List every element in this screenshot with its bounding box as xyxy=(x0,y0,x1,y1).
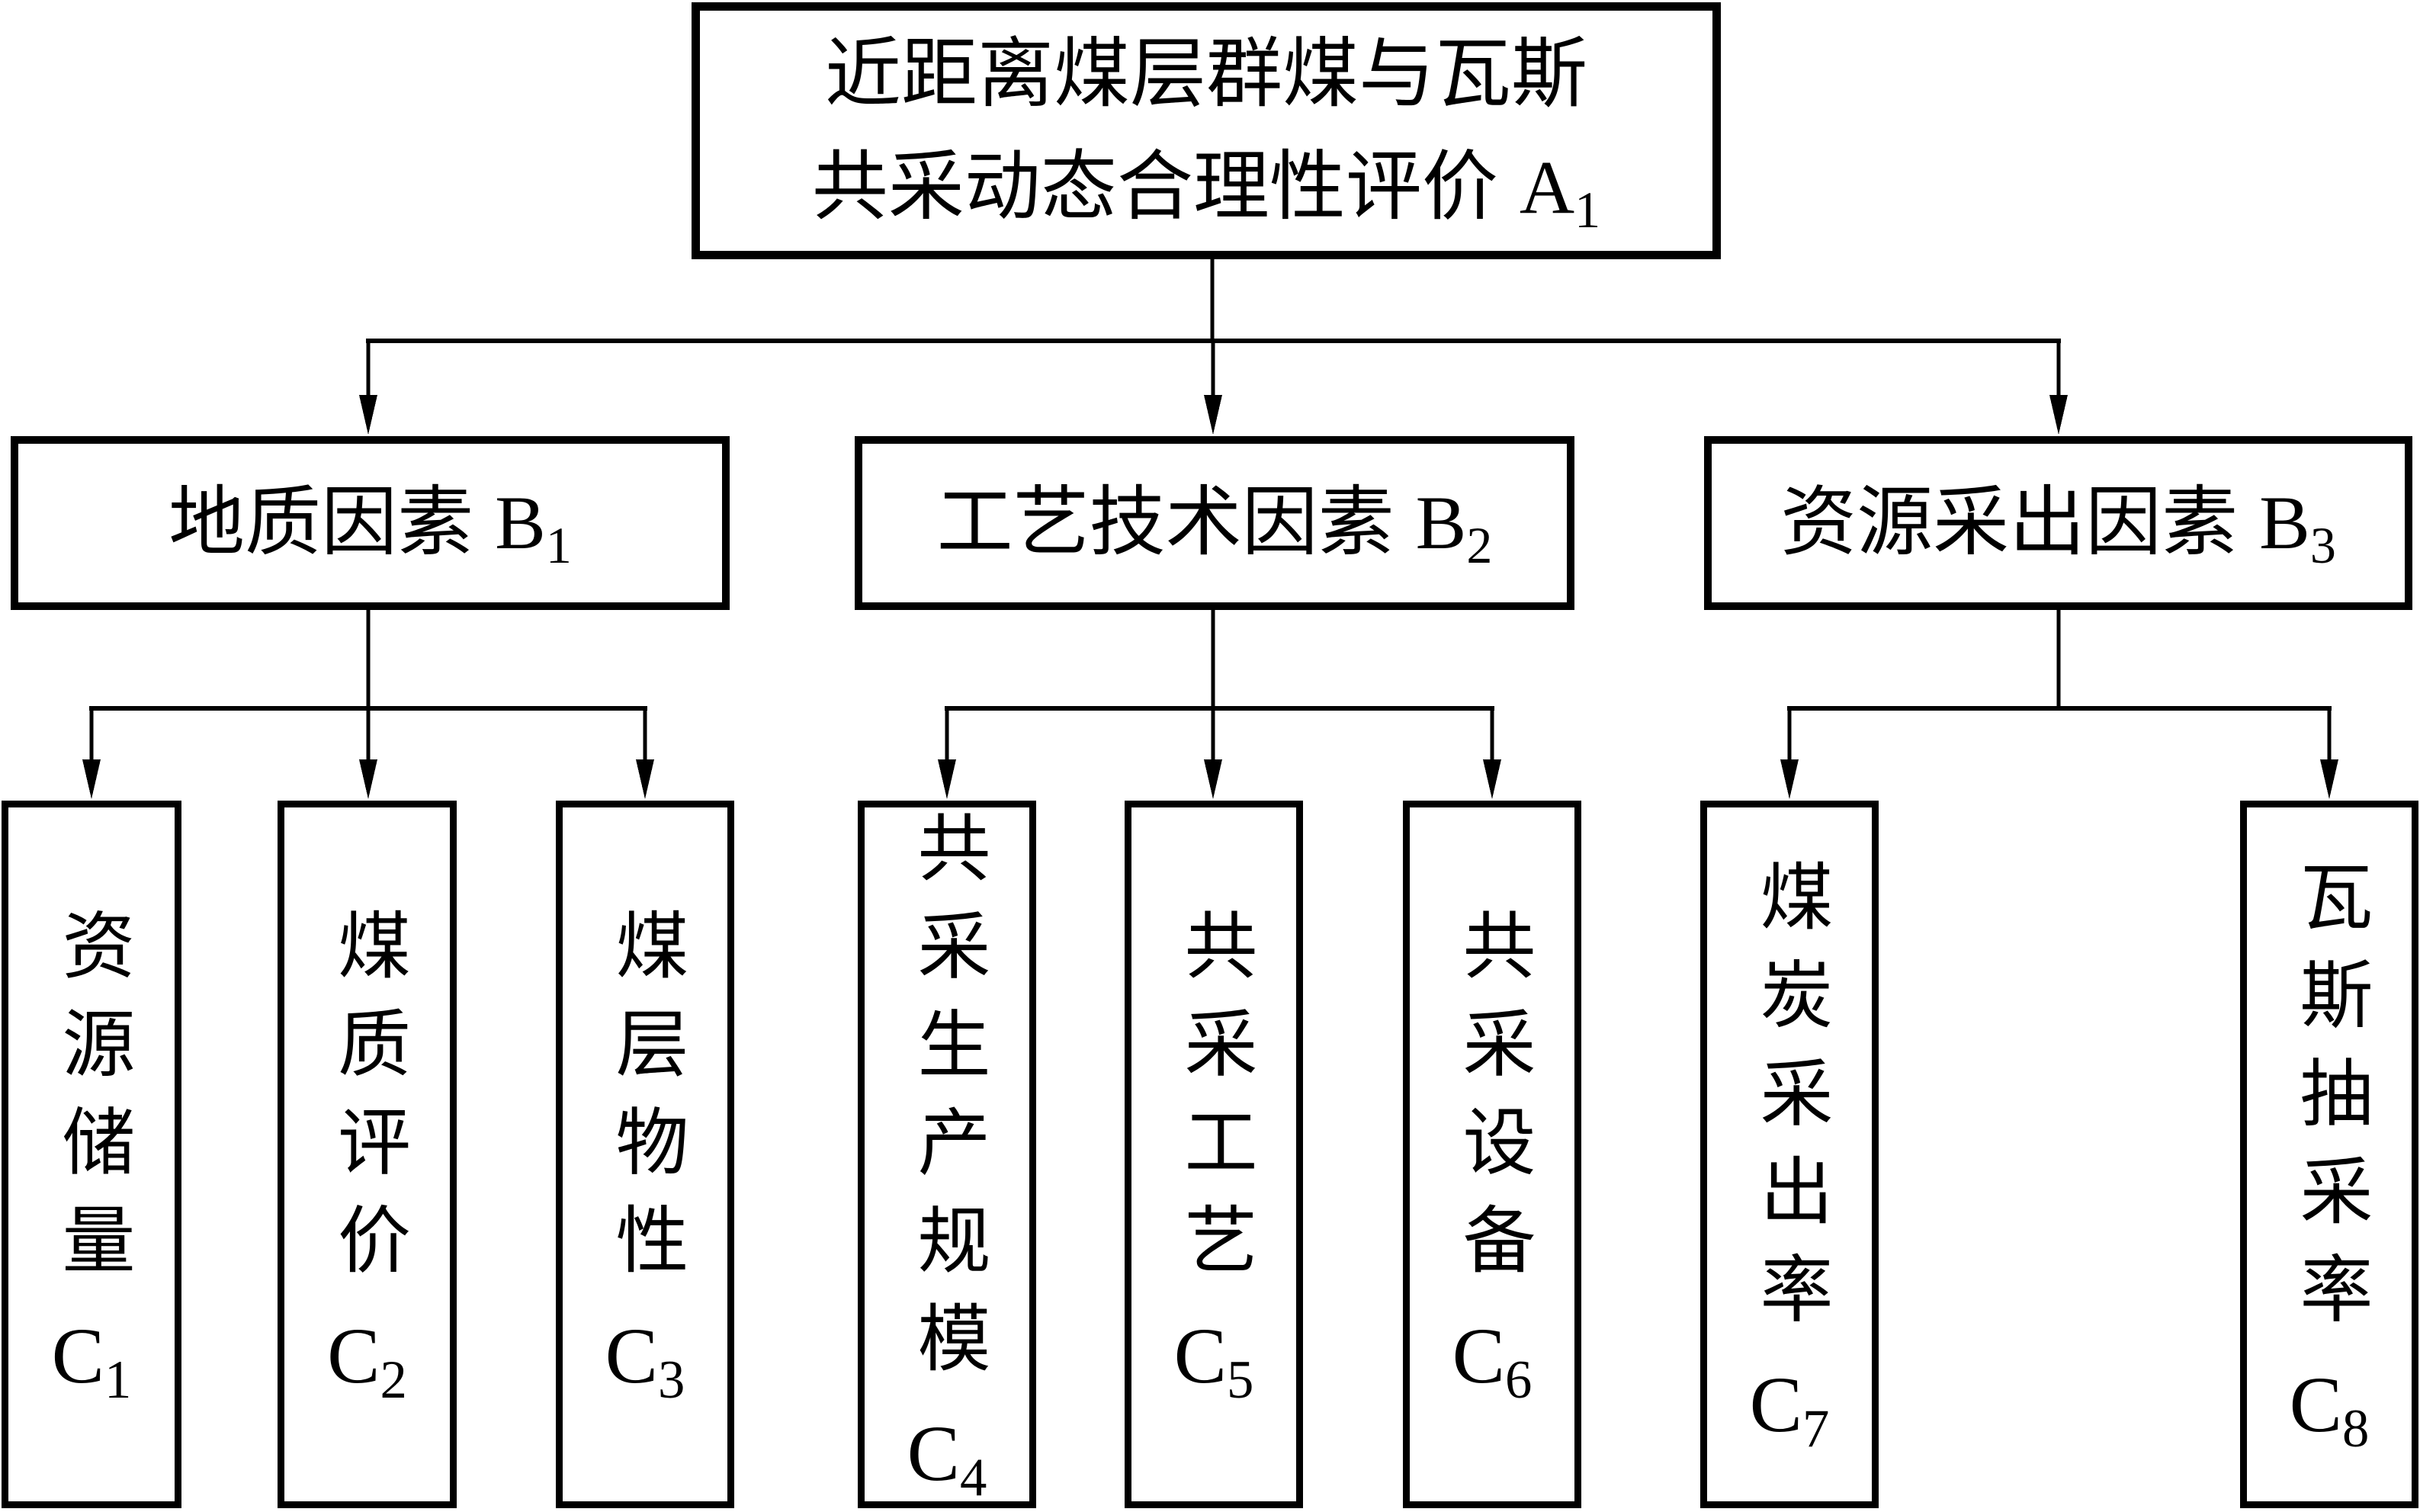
edge-b2-c6 xyxy=(1483,708,1501,799)
edge-a1-b3 xyxy=(2049,341,2068,435)
edge-a1-b1 xyxy=(359,341,377,435)
node-indicator-c1: 资源储量 C1 xyxy=(2,801,181,1508)
node-indicator-c8-label: 瓦斯抽采率 xyxy=(2289,858,2370,1350)
edge-b2-c5 xyxy=(1204,708,1222,799)
node-factor-b3-label: 资源采出因素 xyxy=(1780,480,2239,565)
node-indicator-c4: 共采生产规模 C4 xyxy=(858,801,1036,1508)
node-goal-code: A xyxy=(1519,144,1575,230)
edge-b1-c2 xyxy=(359,708,377,799)
node-indicator-c4-label: 共采生产规模 xyxy=(907,809,988,1398)
edge-b1-c3 xyxy=(636,708,654,799)
edge-b3-c7 xyxy=(1780,708,1799,799)
node-factor-b1-label: 地质因素 xyxy=(169,480,474,565)
node-indicator-c5: 共采工艺 C5 xyxy=(1125,801,1303,1508)
edge-b2-c4 xyxy=(938,708,956,799)
node-indicator-c7: 煤炭采出率 C7 xyxy=(1700,801,1879,1508)
edge-b1-c1 xyxy=(82,708,101,799)
node-goal-line1: 近距离煤层群煤与瓦斯 xyxy=(825,31,1587,117)
node-indicator-c6: 共采设备 C6 xyxy=(1403,801,1581,1508)
node-indicator-c5-label: 共采工艺 xyxy=(1173,907,1255,1300)
node-indicator-c2: 煤质评价 C2 xyxy=(278,801,457,1508)
node-indicator-c3: 煤层物性 C3 xyxy=(556,801,734,1508)
node-goal-subscript: 1 xyxy=(1574,180,1601,239)
node-indicator-c3-label: 煤层物性 xyxy=(605,907,686,1300)
node-indicator-c1-label: 资源储量 xyxy=(51,907,133,1300)
edge-b1-trunk xyxy=(89,610,647,711)
node-indicator-c6-label: 共采设备 xyxy=(1452,907,1533,1300)
edge-b3-trunk xyxy=(1787,610,2332,711)
node-indicator-c2-label: 煤质评价 xyxy=(326,907,409,1300)
node-indicator-c7-label: 煤炭采出率 xyxy=(1749,858,1831,1350)
edge-b3-c8 xyxy=(2320,708,2338,799)
edge-a1-b2 xyxy=(1204,341,1222,435)
node-factor-b2-label: 工艺技术因素 xyxy=(936,480,1395,565)
edge-b2-trunk xyxy=(945,610,1494,711)
node-indicator-c8: 瓦斯抽采率 C8 xyxy=(2240,801,2418,1508)
edge-a1-trunk xyxy=(366,259,2061,343)
